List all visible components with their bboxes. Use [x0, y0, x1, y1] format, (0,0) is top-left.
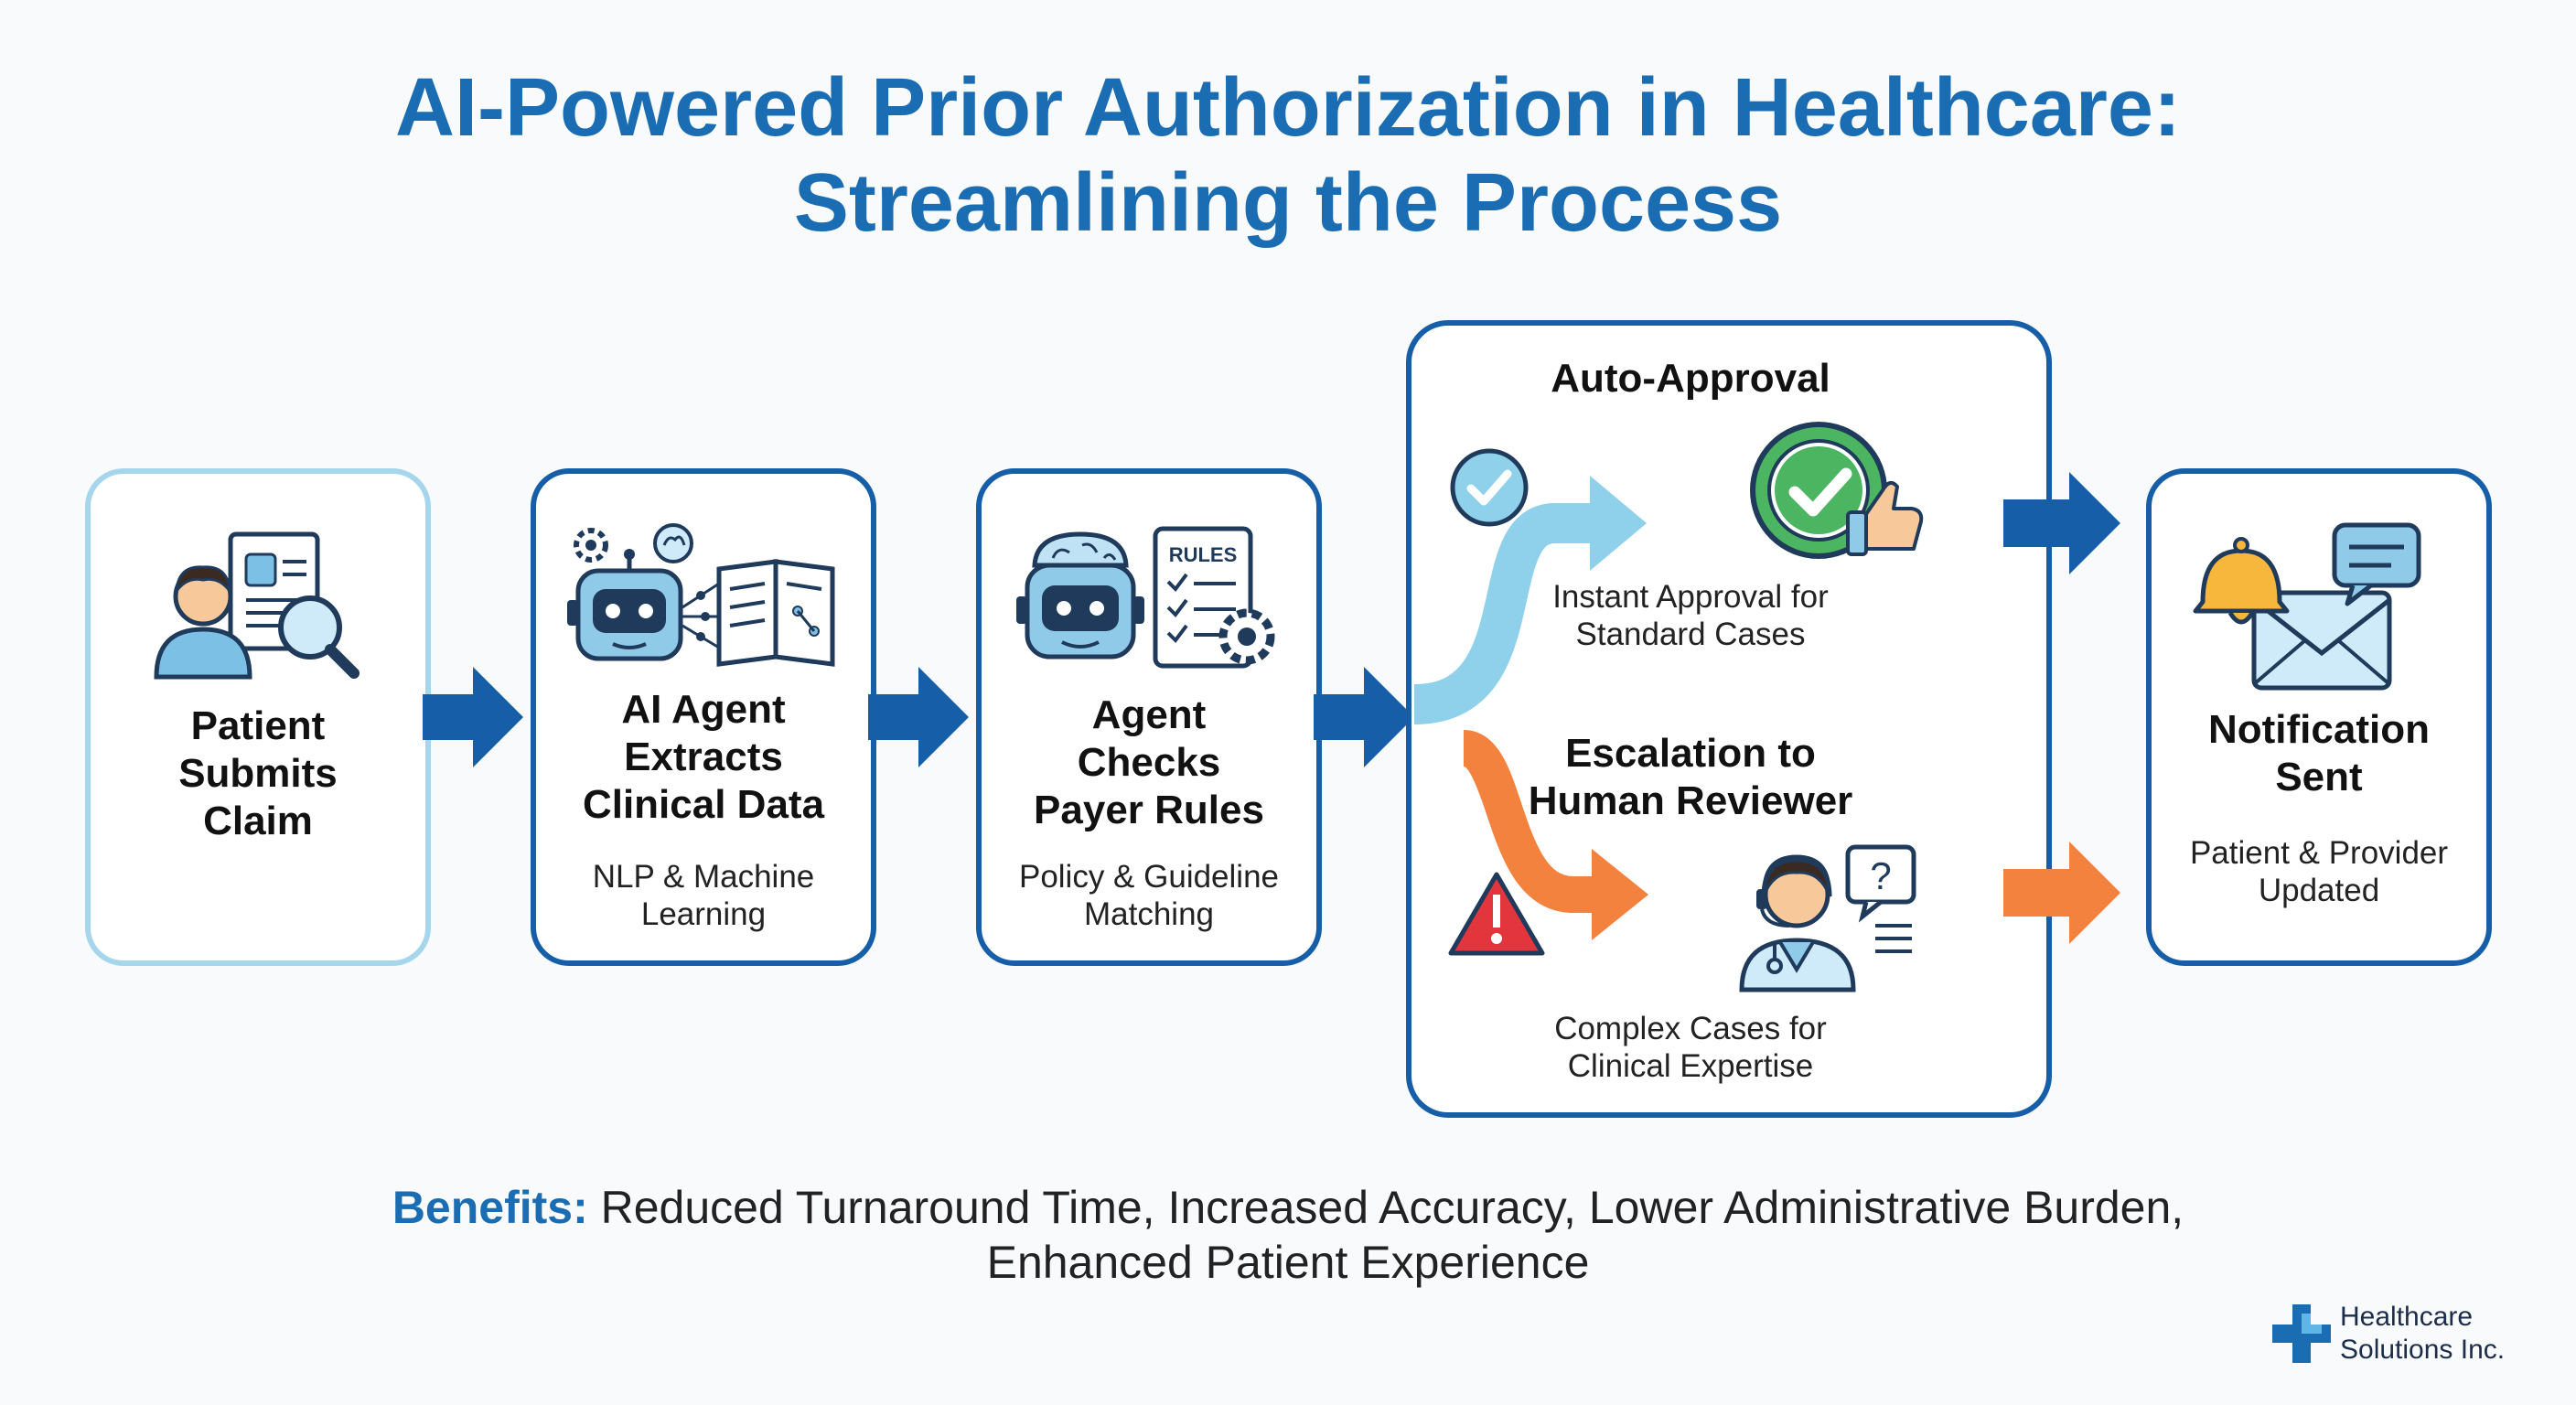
step-2-name-line-3: Clinical Data: [582, 782, 825, 827]
page-title: AI-Powered Prior Authorization in Health…: [0, 60, 2576, 251]
escalation-title-line-1: Escalation to: [1565, 731, 1816, 776]
company-line-1: Healthcare: [2340, 1302, 2474, 1332]
rules-label: RULES: [1169, 543, 1238, 566]
step-3-sub-line-2: Matching: [1083, 896, 1215, 932]
benefits-line-2: Enhanced Patient Experience: [986, 1237, 1590, 1288]
notification-name-line-2: Sent: [2275, 755, 2363, 799]
title-line-2: Streamlining the Process: [793, 157, 1783, 249]
approval-sub-line-1: Instant Approval for: [1552, 579, 1829, 615]
step-2-name-line-1: AI Agent: [621, 687, 786, 732]
flow-arrow-icon: [1314, 667, 1414, 767]
escalation-title-line-2: Human Reviewer: [1528, 778, 1853, 823]
step-card-notification-sent: Notification Sent Patient & Provider Upd…: [2146, 468, 2492, 966]
benefits-label: Benefits:: [392, 1182, 588, 1233]
step-1-name-line-3: Claim: [203, 799, 313, 843]
notification-sub-line-2: Updated: [2258, 873, 2380, 908]
company-line-2: Solutions Inc.: [2340, 1335, 2506, 1365]
benefits-line-1: Reduced Turnaround Time, Increased Accur…: [600, 1182, 2184, 1233]
escalation-sub-line-2: Clinical Expertise: [1567, 1048, 1814, 1084]
benefits-text: Benefits: Reduced Turnaround Time, Incre…: [0, 1180, 2576, 1290]
step-card-patient-submits-claim: Patient Submits Claim: [85, 468, 431, 966]
step-2-name-line-2: Extracts: [624, 735, 783, 779]
step-3-sub-line-1: Policy & Guideline: [1018, 859, 1280, 895]
medical-cross-logo-icon: [2272, 1304, 2331, 1363]
step-1-name-line-2: Submits: [178, 751, 338, 796]
notification-sub-line-1: Patient & Provider: [2189, 835, 2449, 871]
title-line-1: AI-Powered Prior Authorization in Health…: [395, 62, 2181, 154]
notification-name-line-1: Notification: [2208, 707, 2430, 752]
company-name: Healthcare Solutions Inc.: [2340, 1301, 2505, 1367]
step-2-sub-line-2: Learning: [640, 896, 767, 932]
flow-arrow-icon: [423, 667, 523, 767]
approval-sub-line-2: Standard Cases: [1575, 617, 1806, 652]
step-3-name-line-1: Agent: [1091, 692, 1207, 737]
auto-approval-title: Auto-Approval: [1551, 356, 1830, 401]
step-card-agent-checks-rules: RULES Agent Checks Payer Rules Policy & …: [976, 468, 1322, 966]
step-card-ai-agent-extracts: AI Agent Extracts Clinical Data NLP & Ma…: [531, 468, 876, 966]
patient-document-search-icon: [154, 531, 360, 680]
step-3-name-line-3: Payer Rules: [1034, 788, 1264, 832]
flow-arrow-icon: [868, 667, 969, 767]
step-1-name-line-1: Patient: [190, 703, 326, 748]
step-3-name-line-2: Checks: [1077, 740, 1221, 785]
robot-book-icon: [567, 523, 835, 667]
robot-rules-icon: RULES: [1016, 526, 1275, 669]
decision-outcomes-box: [1406, 320, 2052, 1118]
step-2-sub-line-1: NLP & Machine: [592, 859, 815, 895]
bell-envelope-chat-icon: [2193, 522, 2421, 691]
escalation-sub-line-1: Complex Cases for: [1554, 1011, 1827, 1046]
